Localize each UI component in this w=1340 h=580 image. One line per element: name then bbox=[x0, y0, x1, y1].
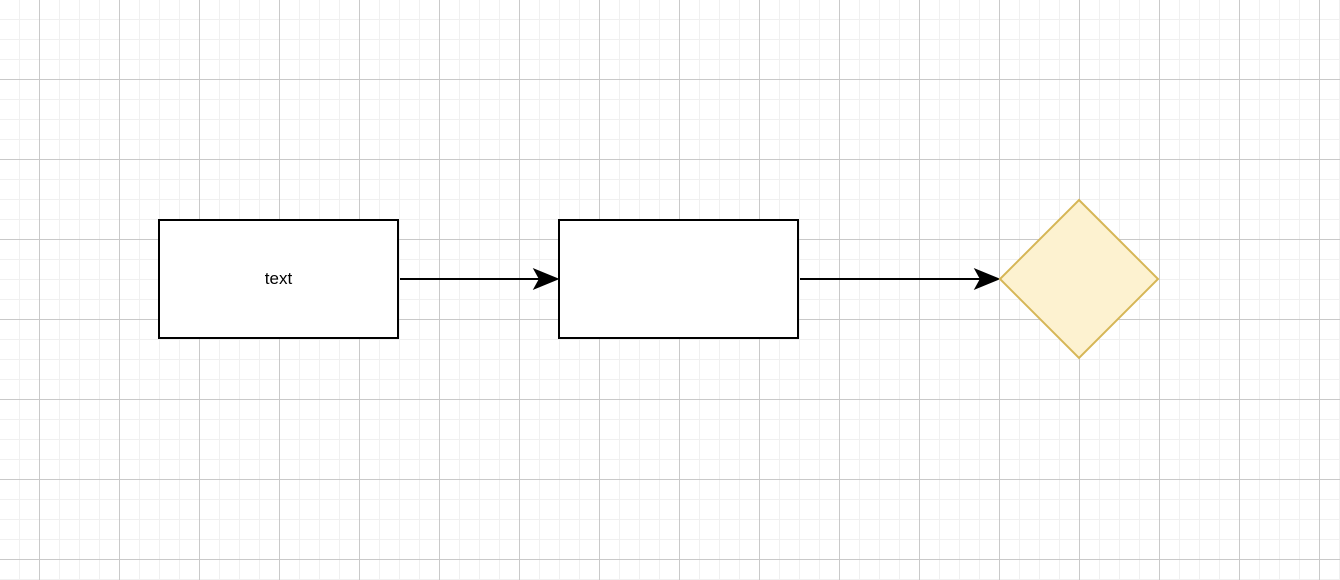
arrowhead-block-icon bbox=[532, 267, 560, 291]
decision-diamond[interactable] bbox=[998, 198, 1160, 360]
connector-box2-to-diamond[interactable] bbox=[800, 267, 1001, 291]
process-box-1[interactable] bbox=[158, 219, 399, 339]
arrowhead-block-icon bbox=[973, 267, 1001, 291]
process-box-2[interactable] bbox=[558, 219, 799, 339]
connector-box1-to-box2[interactable] bbox=[400, 267, 560, 291]
